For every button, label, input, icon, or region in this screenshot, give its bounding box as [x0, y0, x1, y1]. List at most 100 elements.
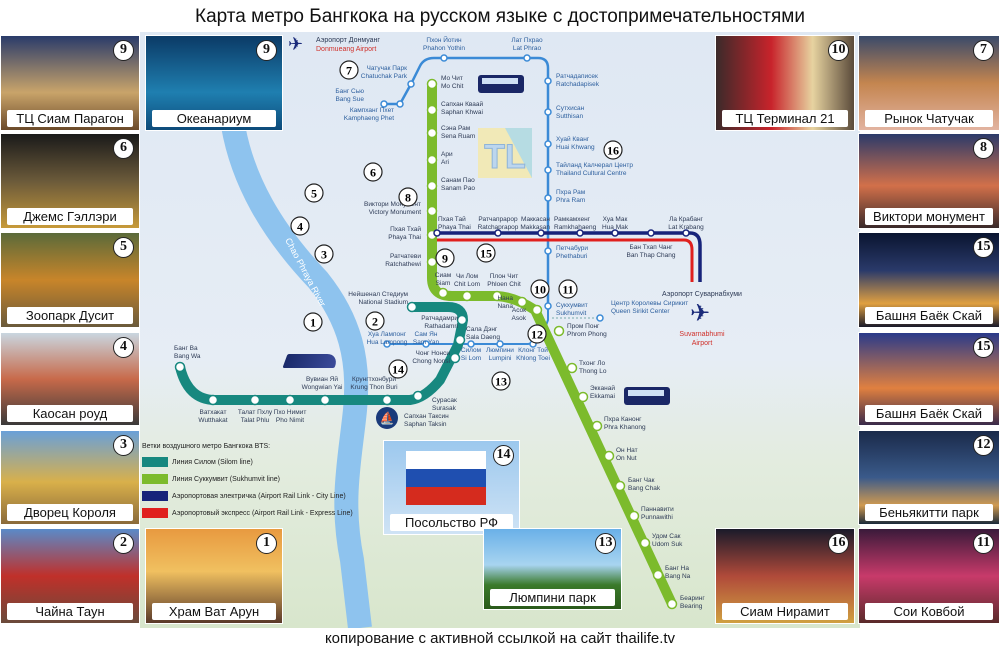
station-marker [284, 394, 296, 406]
river [218, 99, 372, 628]
station-marker [467, 340, 475, 348]
attraction-label: ТЦ Сиам Парагон [7, 110, 133, 127]
attraction-number-badge: 9 [113, 40, 134, 61]
tl-logo: TL [478, 128, 532, 178]
svg-text:12: 12 [531, 328, 543, 342]
attraction-label: Беньякитти парк [865, 504, 993, 521]
map-attraction-number: 6 [363, 162, 383, 182]
station-marker [426, 256, 438, 268]
station-marker [537, 229, 545, 237]
station-marker [603, 450, 615, 462]
station-marker [531, 304, 543, 316]
svg-text:14: 14 [392, 363, 404, 377]
attraction-number-badge: 16 [828, 533, 849, 554]
plane-icon: ✈ [288, 34, 304, 54]
attraction-label: Чайна Таун [7, 603, 133, 620]
svg-text:1: 1 [310, 316, 316, 330]
station-marker [449, 352, 461, 364]
station-marker [426, 154, 438, 166]
attraction-label: Виктори монумент [865, 208, 993, 225]
attraction-number-badge: 6 [113, 138, 134, 159]
station-marker [576, 229, 584, 237]
station-marker [426, 205, 438, 217]
station-marker [412, 390, 424, 402]
attraction-number-badge: 9 [256, 40, 277, 61]
station-marker [544, 108, 552, 116]
station-marker [426, 180, 438, 192]
map-attraction-number: 3 [314, 244, 334, 264]
